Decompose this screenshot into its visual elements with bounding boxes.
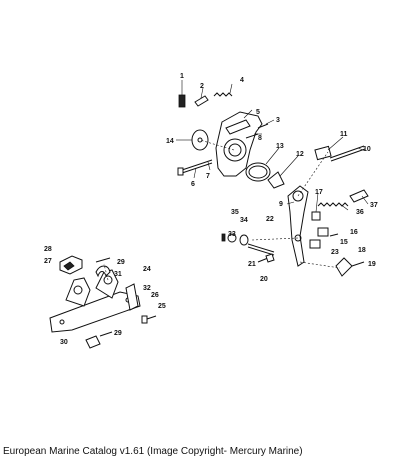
link-plate bbox=[125, 283, 139, 311]
callout-26: 26 bbox=[151, 292, 159, 299]
exploded-parts-diagram: 1 2 3 4 5 6 7 8 9 10 11 12 13 14 15 16 1… bbox=[44, 73, 378, 349]
callout-17: 17 bbox=[315, 189, 323, 196]
mounting-plate bbox=[49, 269, 141, 333]
callout-3: 3 bbox=[276, 117, 280, 124]
bracket-housing bbox=[215, 111, 263, 177]
callout-18: 18 bbox=[358, 247, 366, 254]
spring bbox=[213, 83, 233, 97]
callout-2: 2 bbox=[200, 83, 204, 90]
block-and-bolt bbox=[314, 145, 366, 162]
screw bbox=[245, 123, 269, 139]
shift-bushings bbox=[309, 211, 339, 249]
callout-33: 33 bbox=[228, 231, 236, 238]
callout-36: 36 bbox=[356, 209, 364, 216]
coil-clip bbox=[245, 162, 271, 182]
callout-15: 15 bbox=[340, 239, 348, 246]
callout-29b: 29 bbox=[114, 330, 122, 337]
callout-30: 30 bbox=[60, 339, 68, 346]
callout-7: 7 bbox=[206, 173, 210, 180]
callout-12: 12 bbox=[296, 151, 304, 158]
callout-13: 13 bbox=[276, 143, 284, 150]
callout-32: 32 bbox=[143, 285, 151, 292]
callout-4: 4 bbox=[240, 77, 244, 84]
shaft bbox=[194, 87, 209, 107]
callout-37: 37 bbox=[370, 202, 378, 209]
callout-1: 1 bbox=[180, 73, 184, 80]
callout-24: 24 bbox=[143, 266, 151, 273]
pin-and-clip bbox=[257, 253, 275, 263]
callout-16: 16 bbox=[350, 229, 358, 236]
callout-35: 35 bbox=[231, 209, 239, 216]
cable-clamp bbox=[59, 255, 83, 275]
callout-22: 22 bbox=[266, 216, 274, 223]
washer bbox=[191, 129, 209, 151]
callout-19: 19 bbox=[368, 261, 376, 268]
callout-21: 21 bbox=[248, 261, 256, 268]
bolt bbox=[177, 159, 213, 176]
rod bbox=[247, 243, 275, 256]
callout-5: 5 bbox=[256, 109, 260, 116]
callout-20: 20 bbox=[260, 276, 268, 283]
callout-31: 31 bbox=[114, 271, 122, 278]
callout-10: 10 bbox=[363, 146, 371, 153]
cotter-clip bbox=[85, 331, 113, 349]
image-caption: European Marine Catalog v1.61 (Image Cop… bbox=[3, 446, 303, 457]
callout-labels: 1 2 3 4 5 6 7 8 9 10 11 12 13 14 15 16 1… bbox=[44, 73, 378, 346]
callout-9: 9 bbox=[279, 201, 283, 208]
spring-link bbox=[317, 189, 369, 207]
callout-27: 27 bbox=[44, 258, 52, 265]
retainer-clip bbox=[95, 257, 111, 278]
callout-29a: 29 bbox=[117, 259, 125, 266]
callout-11: 11 bbox=[340, 131, 348, 138]
callout-14: 14 bbox=[166, 138, 174, 145]
callout-6: 6 bbox=[191, 181, 195, 188]
callout-8: 8 bbox=[258, 135, 262, 142]
callout-34: 34 bbox=[240, 217, 248, 224]
callout-23: 23 bbox=[331, 249, 339, 256]
mount-screw bbox=[141, 315, 157, 324]
washers-small bbox=[221, 233, 249, 246]
callout-28: 28 bbox=[44, 246, 52, 253]
spring-pin bbox=[178, 80, 186, 108]
shift-lever bbox=[287, 185, 309, 267]
actuator-arm bbox=[335, 257, 365, 277]
callout-25: 25 bbox=[158, 303, 166, 310]
